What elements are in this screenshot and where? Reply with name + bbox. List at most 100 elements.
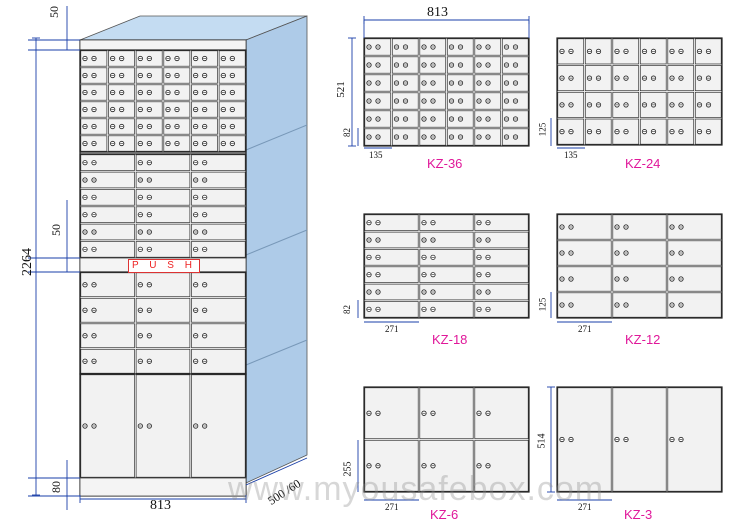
cabinet-large-box-box — [135, 272, 191, 298]
cabinet-large-box-box — [80, 297, 135, 323]
cabinet-medium-box-box — [135, 171, 191, 189]
kz36-box-frame — [363, 37, 530, 147]
kz18-box-box — [364, 283, 419, 301]
cabinet-large-box-box — [191, 348, 246, 374]
cabinet-large-box-box — [135, 348, 191, 374]
kz18-box-box — [364, 249, 419, 266]
watermark: www.myousafebox.com — [228, 470, 605, 508]
kz24-row-label: 125 — [537, 122, 548, 137]
kz12-col-label: 271 — [578, 324, 592, 334]
cabinet-bottom-dim-label: 80 — [49, 481, 63, 493]
kz6-col-label: 271 — [385, 502, 399, 512]
cabinet-medium-box-box — [191, 171, 246, 189]
kz12-box-box — [557, 214, 612, 240]
kz18-model-label: KZ-18 — [432, 332, 468, 347]
cabinet-medium-box-box — [135, 241, 191, 258]
cabinet-tall-box-box — [135, 374, 191, 478]
kz18-box-box — [474, 266, 529, 283]
cabinet-middle-dim-label: 50 — [49, 224, 63, 236]
kz12-box-box — [612, 214, 667, 240]
kz12-box-box — [612, 292, 667, 318]
cabinet-medium-box-box — [135, 154, 191, 171]
cabinet-side-face — [245, 15, 308, 484]
cabinet-medium-box-box — [80, 154, 135, 171]
kz24-col-label: 135 — [564, 150, 578, 160]
kz18-box-box — [364, 214, 419, 231]
kz18-col-label: 271 — [385, 324, 399, 334]
kz12-box-box — [667, 266, 722, 292]
cabinet-tall-box-box — [80, 374, 135, 478]
kz6-box-box — [419, 387, 474, 440]
kz6-box-box — [474, 439, 529, 492]
kz18-row-label: 82 — [342, 305, 352, 314]
kz6-box-box — [419, 439, 474, 492]
push-plate: P U S H — [128, 259, 200, 273]
kz36-col-label: 135 — [369, 150, 383, 160]
kz3-model-label: KZ-3 — [624, 507, 653, 522]
kz12-box-box — [667, 240, 722, 266]
kz24-model-label: KZ-24 — [625, 156, 661, 171]
cabinet-large-box-box — [191, 297, 246, 323]
kz12-box-box — [612, 240, 667, 266]
kz12-row-label: 125 — [537, 297, 548, 312]
kz18-box-box — [474, 249, 529, 266]
kz12-box-box — [667, 214, 722, 240]
kz3-height-label: 514 — [536, 433, 548, 449]
kz6-box-box — [364, 387, 419, 440]
cabinet-tall-box-box — [191, 374, 246, 478]
kz6-box-box — [474, 387, 529, 440]
side-seam — [245, 339, 308, 366]
cabinet-large-box-box — [80, 348, 135, 374]
cabinet-large-box-box — [191, 323, 246, 349]
cabinet-medium-box-frame — [79, 153, 247, 259]
cabinet-top-dim-label: 50 — [47, 6, 61, 18]
side-seam — [245, 124, 308, 151]
kz18-box-box — [419, 231, 474, 249]
kz18-box-box — [364, 231, 419, 249]
kz36-row-label: 82 — [342, 128, 352, 137]
model-panels — [363, 37, 723, 493]
cabinet-medium-box-box — [80, 189, 135, 206]
cabinet-medium-box-box — [80, 171, 135, 189]
kz18-box-box — [474, 231, 529, 249]
kz12-box-box — [612, 266, 667, 292]
kz12-box-box — [667, 292, 722, 318]
kz36-model-label: KZ-36 — [427, 156, 463, 171]
dimension-lines — [28, 6, 612, 510]
cabinet-medium-box-box — [191, 154, 246, 171]
cabinet-medium-box-box — [80, 223, 135, 241]
kz12-box-box — [557, 292, 612, 318]
kz12-model-label: KZ-12 — [625, 332, 661, 347]
kz18-box-box — [364, 266, 419, 283]
kz36-height-label: 521 — [334, 81, 347, 98]
cabinet-medium-box-box — [191, 206, 246, 223]
kz18-box-box — [474, 301, 529, 318]
cabinet-medium-box-box — [135, 189, 191, 206]
kz18-box-box — [419, 266, 474, 283]
kz6-model-label: KZ-6 — [430, 507, 459, 522]
cabinet-large-box-box — [135, 297, 191, 323]
kz12-box-box — [557, 266, 612, 292]
cabinet-medium-box-box — [80, 241, 135, 258]
kz18-box-box — [419, 301, 474, 318]
kz3-box-box — [667, 387, 722, 492]
cabinet-base — [79, 477, 247, 497]
cabinet-large-box-box — [135, 323, 191, 349]
kz36-width-label: 813 — [427, 5, 448, 20]
kz12-box-box — [557, 240, 612, 266]
cabinet-large-box-box — [80, 272, 135, 298]
kz18-box-box — [474, 214, 529, 231]
side-seam — [245, 229, 308, 256]
cabinet-drawing — [79, 15, 308, 497]
kz18-box-box — [419, 283, 474, 301]
cabinet-medium-box-box — [135, 206, 191, 223]
kz3-box-box — [557, 387, 612, 492]
cabinet-width-label: 813 — [150, 498, 171, 513]
cabinet-small-box-frame — [79, 49, 247, 153]
kz18-box-box — [364, 301, 419, 318]
kz24-box-frame — [556, 37, 723, 146]
kz3-col-label: 271 — [578, 502, 592, 512]
cabinet-large-box-box — [80, 323, 135, 349]
cabinet-medium-box-box — [80, 206, 135, 223]
